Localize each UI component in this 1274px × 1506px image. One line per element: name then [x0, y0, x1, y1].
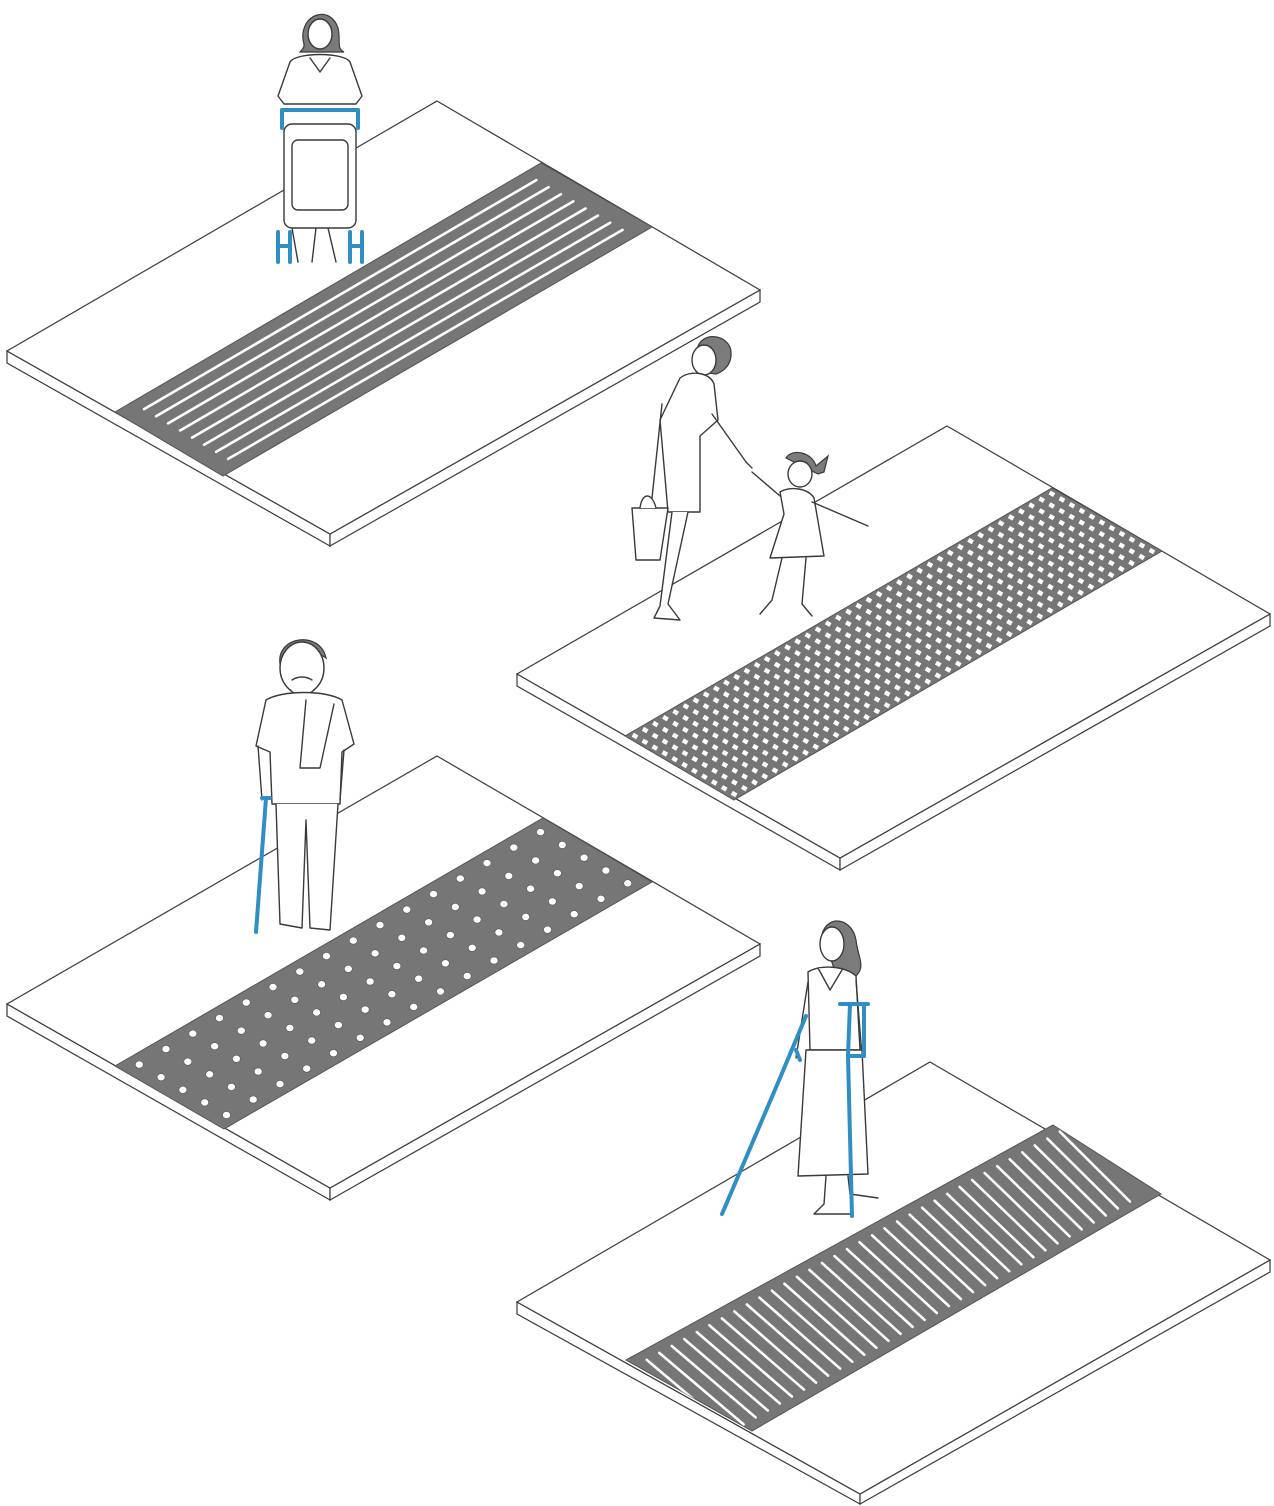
- dome-dot: [281, 1052, 289, 1059]
- panel-2: [517, 337, 1270, 870]
- dome-dot: [602, 867, 610, 874]
- dome-dot: [430, 891, 438, 898]
- dome-dot: [441, 960, 449, 967]
- dome-dot: [179, 1086, 187, 1093]
- dome-dot: [415, 975, 423, 982]
- dome-dot: [371, 950, 379, 957]
- dome-dot: [624, 880, 632, 887]
- dome-dot: [259, 1040, 267, 1047]
- dome-dot: [291, 996, 299, 1003]
- dome-dot: [537, 829, 545, 836]
- dome-dot: [383, 1019, 391, 1026]
- dome-dot: [296, 968, 304, 975]
- dome-dot: [184, 1058, 192, 1065]
- dome-dot: [211, 1043, 219, 1050]
- dome-dot: [548, 898, 556, 905]
- dome-dot: [410, 1003, 418, 1010]
- dome-dot: [500, 901, 508, 908]
- dome-dot: [398, 934, 406, 941]
- dome-dot: [376, 922, 384, 929]
- dome-dot: [344, 965, 352, 972]
- dome-dot: [242, 999, 250, 1006]
- dome-dot: [388, 991, 396, 998]
- dome-dot: [334, 1022, 342, 1029]
- dome-dot: [249, 1096, 257, 1103]
- dome-dot: [269, 984, 277, 991]
- dome-dot: [157, 1074, 165, 1081]
- dome-dot: [575, 882, 583, 889]
- dome-dot: [527, 885, 535, 892]
- dome-dot: [366, 978, 374, 985]
- woman-with-stroller: [278, 14, 362, 262]
- dome-dot: [495, 929, 503, 936]
- dome-dot: [553, 870, 561, 877]
- dome-dot: [223, 1111, 231, 1118]
- dome-dot: [478, 888, 486, 895]
- dome-dot: [473, 916, 481, 923]
- dome-dot: [276, 1081, 284, 1088]
- dome-dot: [286, 1024, 294, 1031]
- dome-dot: [403, 906, 411, 913]
- dome-dot: [232, 1055, 240, 1062]
- dome-dot: [451, 903, 459, 910]
- dome-dot: [216, 1015, 224, 1022]
- dome-dot: [510, 844, 518, 851]
- dome-dot: [393, 962, 401, 969]
- dome-dot: [189, 1030, 197, 1037]
- dome-dot: [313, 1009, 321, 1016]
- dome-dot: [308, 1037, 316, 1044]
- dome-dot: [532, 857, 540, 864]
- dome-dot: [425, 919, 433, 926]
- dome-dot: [206, 1071, 214, 1078]
- dome-dot: [597, 895, 605, 902]
- panel-1: [7, 14, 760, 546]
- dome-dot: [446, 932, 454, 939]
- dome-dot: [490, 957, 498, 964]
- dome-dot: [505, 872, 513, 879]
- dome-dot: [544, 926, 552, 933]
- dome-dot: [162, 1046, 170, 1053]
- dome-dot: [201, 1099, 209, 1106]
- dome-dot: [558, 841, 566, 848]
- dome-dot: [339, 993, 347, 1000]
- dome-dot: [135, 1061, 143, 1068]
- dome-dot: [318, 981, 326, 988]
- dome-dot: [349, 937, 357, 944]
- dome-dot: [570, 911, 578, 918]
- dome-dot: [522, 913, 530, 920]
- dome-dot: [254, 1068, 262, 1075]
- dome-dot: [303, 1065, 311, 1072]
- dome-dot: [517, 942, 525, 949]
- dome-dot: [323, 953, 331, 960]
- dome-dot: [227, 1083, 235, 1090]
- dome-dot: [420, 947, 428, 954]
- dome-dot: [580, 854, 588, 861]
- dome-dot: [356, 1034, 364, 1041]
- dome-dot: [468, 944, 476, 951]
- dome-dot: [463, 972, 471, 979]
- dome-dot: [437, 988, 445, 995]
- dome-dot: [237, 1027, 245, 1034]
- dome-dot: [456, 875, 464, 882]
- dome-dot: [483, 860, 491, 867]
- dome-dot: [330, 1050, 338, 1057]
- dome-dot: [361, 1006, 369, 1013]
- dome-dot: [264, 1012, 272, 1019]
